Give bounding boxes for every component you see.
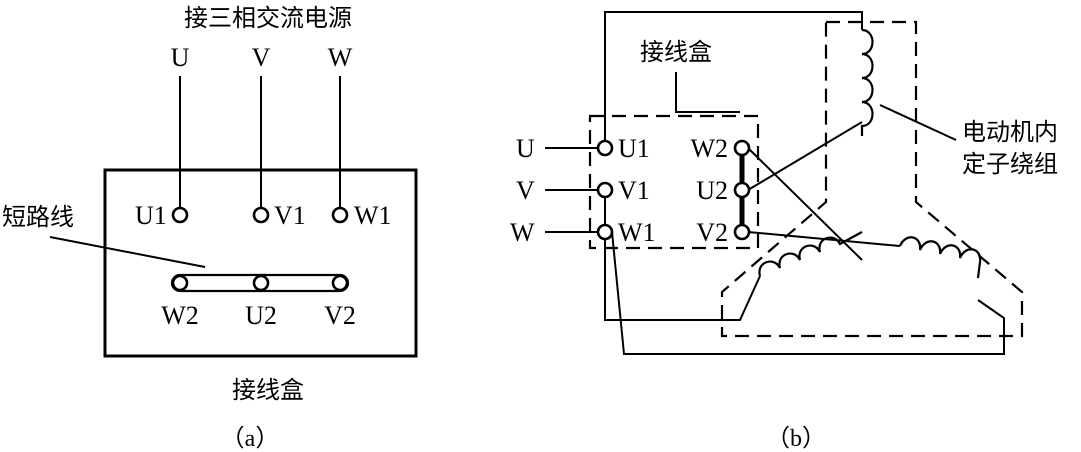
label-v1: V1 bbox=[274, 201, 306, 230]
label-u1: U1 bbox=[135, 201, 167, 230]
terminal-b-v2 bbox=[733, 223, 751, 241]
input-u-label: U bbox=[516, 134, 535, 163]
terminal-b-u1 bbox=[596, 139, 614, 157]
box-leader bbox=[675, 72, 740, 113]
panel-a: 接三相交流电源 U V W U1 V1 W1 W2 U2 V2 短路线 接线盒 … bbox=[2, 4, 418, 452]
terminal-w1 bbox=[331, 206, 349, 224]
coil-u bbox=[860, 28, 874, 136]
box-label-b: 接线盒 bbox=[640, 38, 712, 66]
box-label-a: 接线盒 bbox=[232, 376, 304, 404]
input-v-label: V bbox=[516, 176, 535, 205]
label-b-v1: V1 bbox=[618, 176, 650, 205]
supply-u-label: U bbox=[171, 43, 190, 72]
terminal-b-u2 bbox=[733, 181, 751, 199]
wire-v1-coil bbox=[604, 190, 761, 321]
label-b-u1: U1 bbox=[618, 134, 650, 163]
panel-b: 接线盒 U V W U1 V1 W1 bbox=[510, 11, 1058, 452]
label-b-w1: W1 bbox=[618, 218, 656, 247]
terminal-u1 bbox=[171, 206, 189, 224]
jumper-label: 短路线 bbox=[2, 203, 74, 231]
wire-u1-coil bbox=[604, 11, 863, 148]
input-w-label: W bbox=[510, 218, 535, 247]
terminal-b-w2 bbox=[733, 139, 751, 157]
caption-b: （b） bbox=[766, 426, 826, 452]
label-v2: V2 bbox=[324, 301, 356, 330]
terminal-v1 bbox=[252, 206, 270, 224]
jumper-leader bbox=[49, 236, 206, 268]
label-w2: W2 bbox=[161, 301, 199, 330]
label-w1: W1 bbox=[354, 201, 392, 230]
caption-a: （a） bbox=[221, 426, 280, 452]
terminal-w2 bbox=[171, 274, 189, 292]
supply-w-label: W bbox=[328, 43, 353, 72]
wire-u2-coil bbox=[747, 121, 863, 191]
terminal-b-w1 bbox=[596, 223, 614, 241]
terminal-b-v1 bbox=[596, 181, 614, 199]
label-b-v2: V2 bbox=[696, 218, 728, 247]
wire-w2-coil bbox=[747, 147, 863, 261]
stator-label-line2: 定子绕组 bbox=[962, 150, 1058, 178]
stator-leader bbox=[879, 104, 957, 141]
wire-w1-coil bbox=[611, 231, 1005, 355]
coil-v bbox=[758, 231, 863, 277]
label-b-w2: W2 bbox=[690, 134, 728, 163]
label-b-u2: U2 bbox=[696, 176, 728, 205]
stator-label-line1: 电动机内 bbox=[962, 118, 1058, 146]
terminal-u2 bbox=[252, 274, 270, 292]
label-u2: U2 bbox=[245, 301, 277, 330]
supply-label: 接三相交流电源 bbox=[184, 4, 352, 32]
stator-outline bbox=[720, 20, 1024, 338]
terminal-box-b bbox=[588, 114, 760, 250]
terminal-v2 bbox=[331, 274, 349, 292]
supply-v-label: V bbox=[252, 43, 271, 72]
coil-w bbox=[898, 236, 982, 279]
